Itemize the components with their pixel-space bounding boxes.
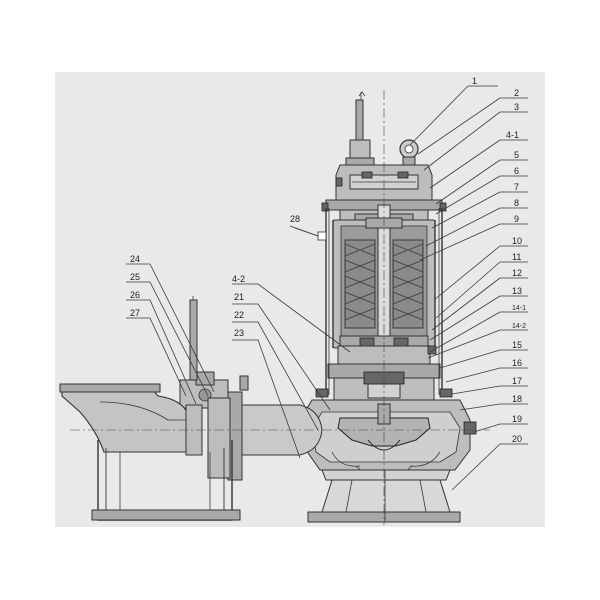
discharge-elbow: [59, 383, 231, 479]
label-23: 23: [234, 328, 244, 338]
label-12: 12: [512, 268, 522, 278]
label-16: 16: [512, 358, 522, 368]
label-2: 2: [514, 88, 519, 98]
flange-bolts: [315, 177, 453, 398]
label-4-1: 4-1: [506, 130, 519, 140]
label-6: 6: [514, 166, 519, 176]
label-26: 26: [130, 290, 140, 300]
label-14-1: 14-1: [512, 305, 526, 312]
label-1: 1: [472, 76, 477, 86]
leader-lines-right: [409, 85, 528, 491]
label-4-2: 4-2: [232, 274, 245, 284]
label-13: 13: [512, 286, 522, 296]
label-18: 18: [512, 394, 522, 404]
label-27: 27: [130, 308, 140, 318]
label-7: 7: [514, 182, 519, 192]
label-10: 10: [512, 236, 522, 246]
label-5: 5: [514, 150, 519, 160]
support-frame: [91, 440, 241, 521]
guide-bar-top: [189, 296, 198, 381]
label-25: 25: [130, 272, 140, 282]
lifting-eye: [399, 139, 419, 167]
label-20: 20: [512, 434, 522, 444]
label-8: 8: [514, 198, 519, 208]
label-19: 19: [512, 414, 522, 424]
label-17: 17: [512, 376, 522, 386]
lifting-hook-assembly: [345, 91, 375, 169]
label-24: 24: [130, 254, 140, 264]
label-3: 3: [514, 102, 519, 112]
label-14-2: 14-2: [512, 323, 526, 330]
label-11: 11: [512, 252, 521, 262]
label-21: 21: [234, 292, 244, 302]
label-9: 9: [514, 214, 519, 224]
label-22: 22: [234, 310, 244, 320]
label-28: 28: [290, 214, 300, 224]
leader-lines-left: [126, 225, 351, 459]
stator-winding-left: [344, 239, 376, 329]
stator-winding-right: [392, 239, 424, 329]
label-15: 15: [512, 340, 522, 350]
